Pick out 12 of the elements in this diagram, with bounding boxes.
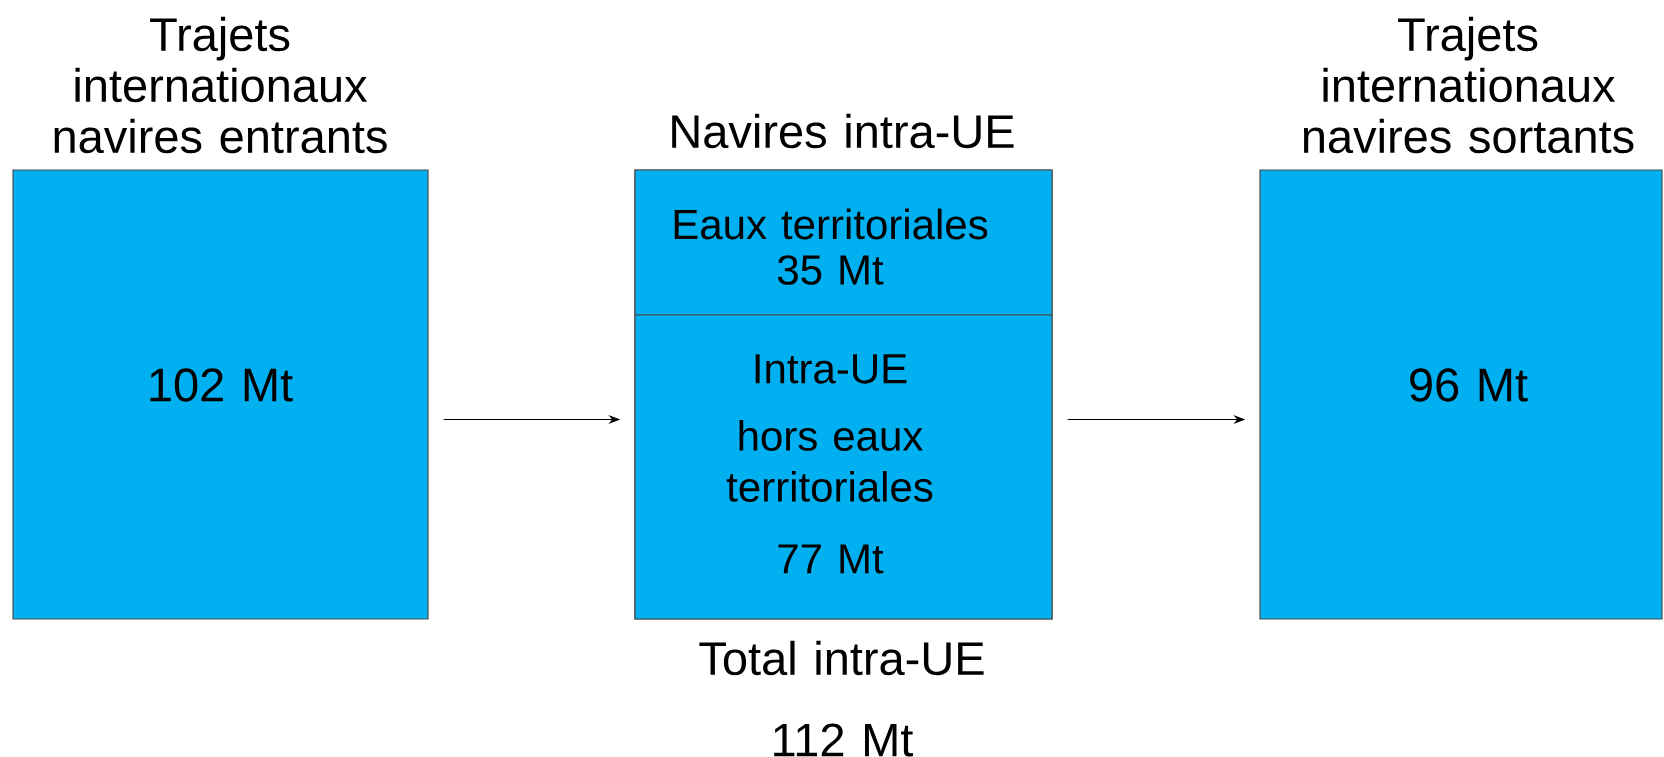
heading: Navires intra-UE bbox=[672, 113, 1014, 149]
caption-text: 112 Mt bbox=[774, 723, 914, 757]
value-text: 96 Mt bbox=[1410, 368, 1528, 402]
value-text: hors eaux territoriales bbox=[726, 420, 933, 502]
value-text: 35 Mt bbox=[777, 255, 884, 285]
caption-text: Total intra-UE bbox=[699, 640, 984, 676]
heading: Trajets internationaux navires entrants bbox=[54, 16, 387, 154]
value-text: Intra-UE bbox=[755, 354, 907, 384]
heading: Trajets internationaux navires sortants bbox=[1303, 16, 1634, 154]
value-text: Eaux territoriales bbox=[674, 208, 988, 240]
value-text: 102 Mt bbox=[150, 368, 293, 402]
value-text: 77 Mt bbox=[778, 544, 884, 574]
